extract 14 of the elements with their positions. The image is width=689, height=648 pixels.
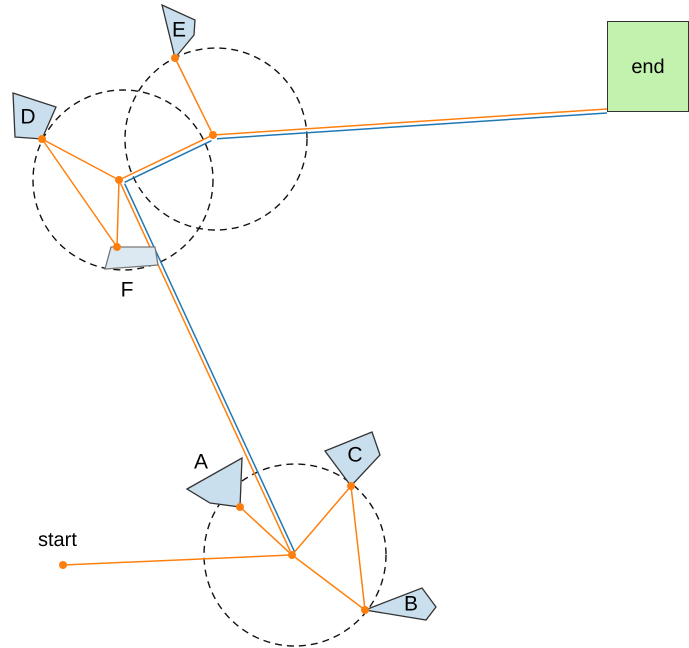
point-label: start [38, 530, 77, 550]
shape-label: F [120, 280, 134, 300]
shape-label: C [347, 444, 363, 466]
obstacle-shape [364, 587, 438, 622]
shape-label: B [404, 594, 418, 614]
shape-label: A [194, 452, 208, 472]
shape-label: E [172, 20, 186, 40]
obstacle-shape [324, 431, 382, 488]
obstacle-shape [161, 4, 197, 60]
obstacle-shape [12, 92, 58, 142]
path-line [216, 108, 608, 136]
shape-label: D [20, 106, 36, 128]
goal-box: end [607, 21, 689, 112]
path-line [216, 112, 608, 140]
